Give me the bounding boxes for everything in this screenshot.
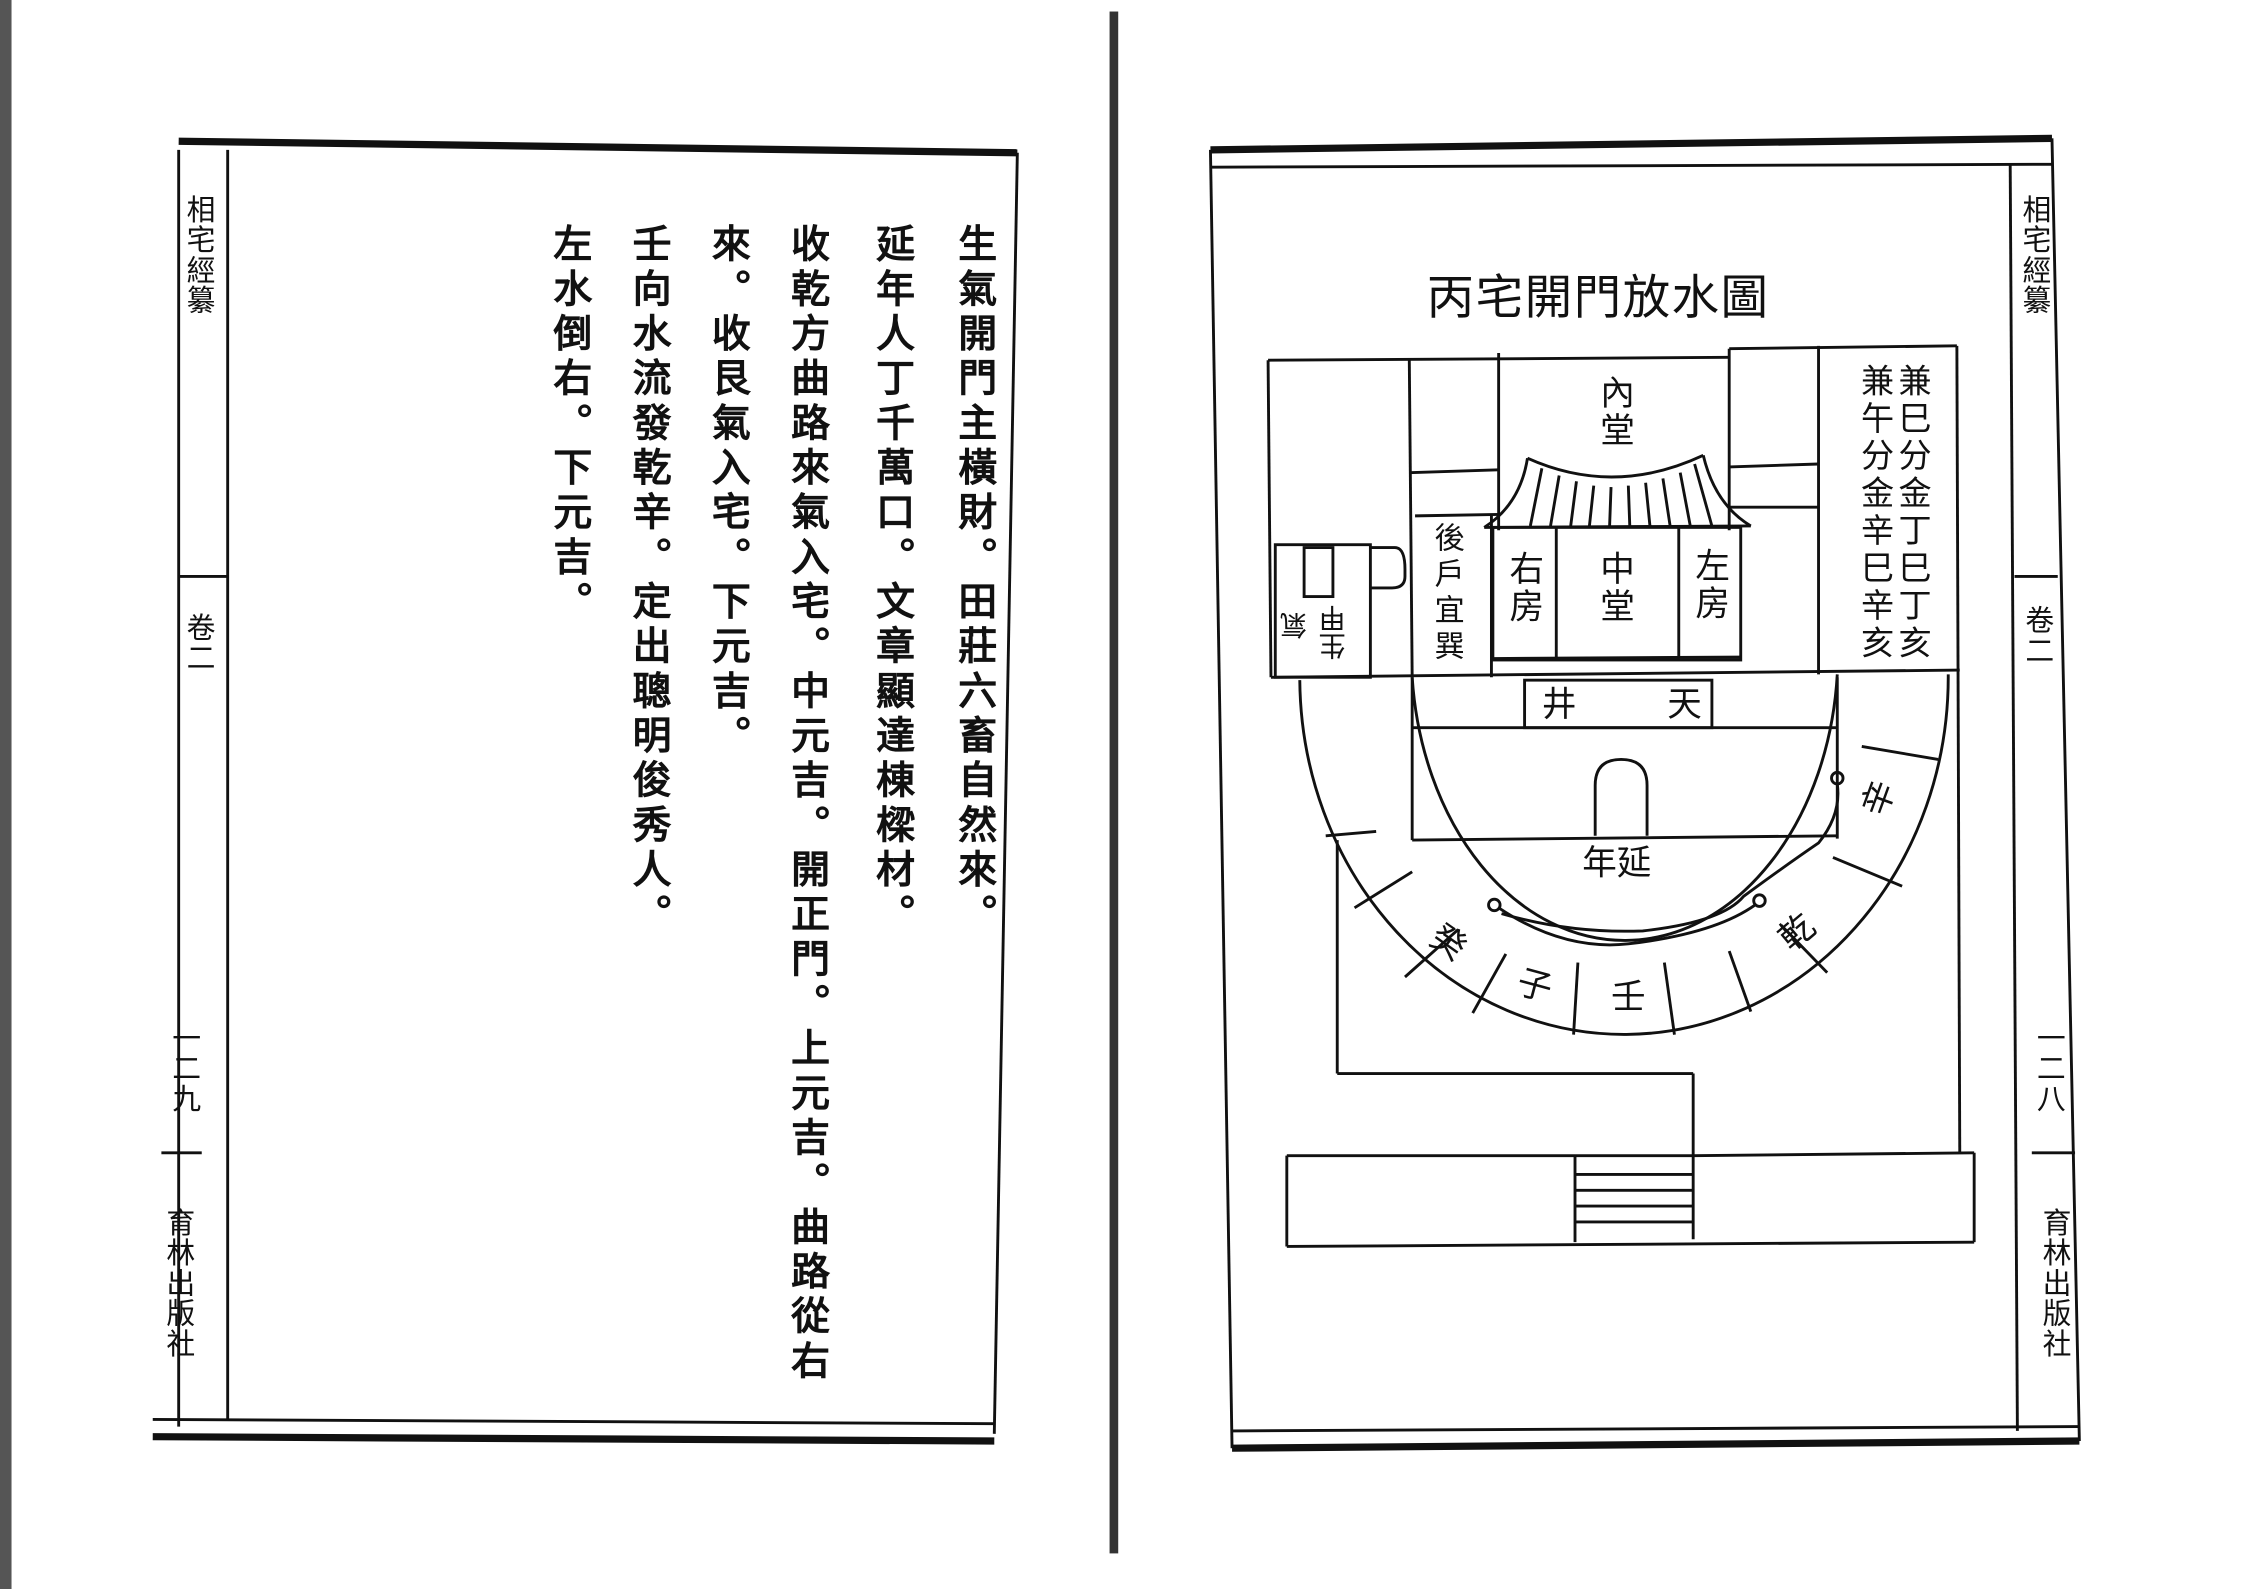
label-back-door: 後戶宜巽 [1430,521,1466,666]
left-publisher: 育林出版社 [161,1207,196,1359]
text-column-5: 壬向水流發乾辛。定出聰明俊秀人。 [625,223,671,939]
label-yan-nian: 延年 [1582,842,1652,884]
label-qi: 氣 [1279,612,1312,640]
label-ren: 壬 [1611,976,1646,1018]
house-diagram [1266,344,1976,1248]
label-right-room: 右房 [1502,550,1544,626]
right-publisher: 育林出版社 [2037,1207,2073,1359]
label-left-room: 左房 [1688,547,1730,623]
right-page-number: 一二八 [2031,1023,2067,1114]
text-column-3: 收乾方曲路來氣入宅。中元吉。開正門。上元吉。曲路從右 [783,223,829,1385]
label-sheng-jia: 生甲 [1318,605,1351,660]
text-column-2: 延年人丁千萬口。文章顯達棟樑材。 [868,223,914,939]
left-page-number: 一二九 [167,1023,202,1114]
label-inner-hall: 內堂 [1593,374,1635,450]
left-book-title: 相宅經纂 [181,194,217,316]
left-volume: 卷二 [181,612,217,673]
label-middle-hall: 中堂 [1593,550,1635,626]
book-spine [1109,11,1119,1554]
right-page-frame [1208,134,2081,1452]
left-page-frame [152,137,1019,1445]
label-jing: 井 [1541,684,1577,725]
left-edge-shadow [0,0,12,1589]
label-note-left: 兼午分金辛巳辛亥 [1854,363,1893,663]
text-column-1: 生氣開門主橫財。田莊六畜自然來。 [951,223,996,939]
label-note-right: 兼巳分金丁巳丁亥 [1892,363,1930,663]
text-column-6: 左水倒右。下元吉。 [546,223,591,626]
text-column-4: 來。收艮氣入宅。下元吉。 [704,223,750,760]
label-tian: 天 [1667,684,1702,725]
diagram-title: 丙宅開門放水圖 [1426,269,1770,326]
right-book-title: 相宅經纂 [2017,194,2052,316]
right-volume: 卷二 [2020,605,2055,666]
